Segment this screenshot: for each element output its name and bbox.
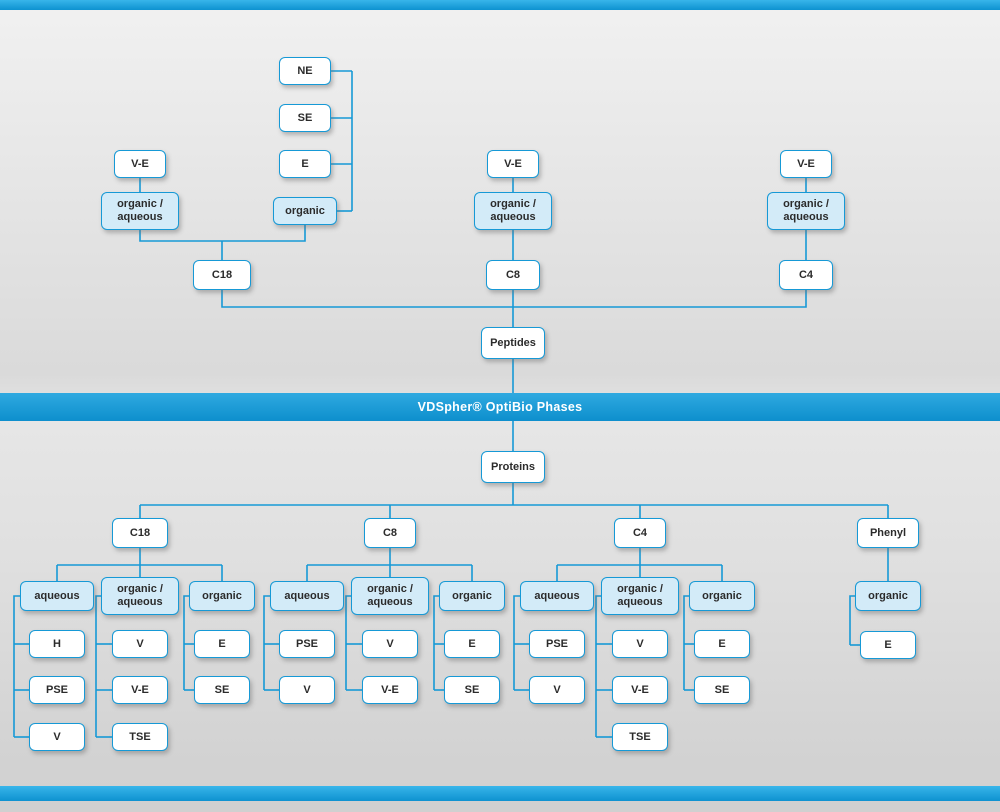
banner: VDSpher® OptiBio Phases <box>0 393 1000 421</box>
connector-line <box>683 595 689 690</box>
node-c18-aqueous: aqueous <box>20 581 94 611</box>
node-phenyl: Phenyl <box>857 518 919 548</box>
node-ve-mid: V-E <box>487 150 539 178</box>
node-c4-aqueous: aqueous <box>520 581 594 611</box>
node-c4-org-se: SE <box>694 676 750 704</box>
top-accent-bar <box>0 0 1000 10</box>
node-c8-oa-ve: V-E <box>362 676 418 704</box>
node-peptides: Peptides <box>481 327 545 359</box>
connector-line <box>513 595 520 690</box>
bottom-accent-bar <box>0 786 1000 801</box>
connector-line <box>183 595 189 690</box>
node-c4-proteins: C4 <box>614 518 666 548</box>
node-c18-org-aq: organic / aqueous <box>101 577 179 615</box>
connector-line <box>263 595 270 690</box>
node-c4-aq-pse: PSE <box>529 630 585 658</box>
node-c8-peptides: C8 <box>486 260 540 290</box>
node-org-aq-left: organic / aqueous <box>101 192 179 230</box>
node-phenyl-organic: organic <box>855 581 921 611</box>
node-c18-proteins: C18 <box>112 518 168 548</box>
node-c8-aq-pse: PSE <box>279 630 335 658</box>
node-c8-oa-v: V <box>362 630 418 658</box>
node-c18-aq-pse: PSE <box>29 676 85 704</box>
node-c8-aq-v: V <box>279 676 335 704</box>
node-c4-oa-tse: TSE <box>612 723 668 751</box>
node-c8-aqueous: aqueous <box>270 581 344 611</box>
node-organic-top: organic <box>273 197 337 225</box>
node-c18-oa-v: V <box>112 630 168 658</box>
node-c8-org-aq: organic / aqueous <box>351 577 429 615</box>
connector-line <box>221 290 807 308</box>
node-org-aq-mid: organic / aqueous <box>474 192 552 230</box>
node-c4-org-e: E <box>694 630 750 658</box>
node-ne: NE <box>279 57 331 85</box>
node-c18-aq-h: H <box>29 630 85 658</box>
node-c8-organic: organic <box>439 581 505 611</box>
banner-title: VDSpher® OptiBio Phases <box>417 400 583 414</box>
node-org-aq-right: organic / aqueous <box>767 192 845 230</box>
node-c4-organic: organic <box>689 581 755 611</box>
node-c8-org-e: E <box>444 630 500 658</box>
node-c4-oa-v: V <box>612 630 668 658</box>
node-proteins: Proteins <box>481 451 545 483</box>
node-c18-organic: organic <box>189 581 255 611</box>
node-c4-aq-v: V <box>529 676 585 704</box>
node-ve-left: V-E <box>114 150 166 178</box>
node-c4-org-aq: organic / aqueous <box>601 577 679 615</box>
node-c18-org-e: E <box>194 630 250 658</box>
node-se: SE <box>279 104 331 132</box>
node-c8-org-se: SE <box>444 676 500 704</box>
node-e-top: E <box>279 150 331 178</box>
node-c18-peptides: C18 <box>193 260 251 290</box>
node-c18-oa-tse: TSE <box>112 723 168 751</box>
node-c4-peptides: C4 <box>779 260 833 290</box>
connector-line <box>849 595 855 645</box>
node-c18-org-se: SE <box>194 676 250 704</box>
node-c18-oa-ve: V-E <box>112 676 168 704</box>
node-c4-oa-ve: V-E <box>612 676 668 704</box>
connector-line <box>433 595 439 690</box>
connector-line <box>345 595 351 690</box>
node-c18-aq-v: V <box>29 723 85 751</box>
node-phenyl-e: E <box>860 631 916 659</box>
node-c8-proteins: C8 <box>364 518 416 548</box>
node-ve-right: V-E <box>780 150 832 178</box>
